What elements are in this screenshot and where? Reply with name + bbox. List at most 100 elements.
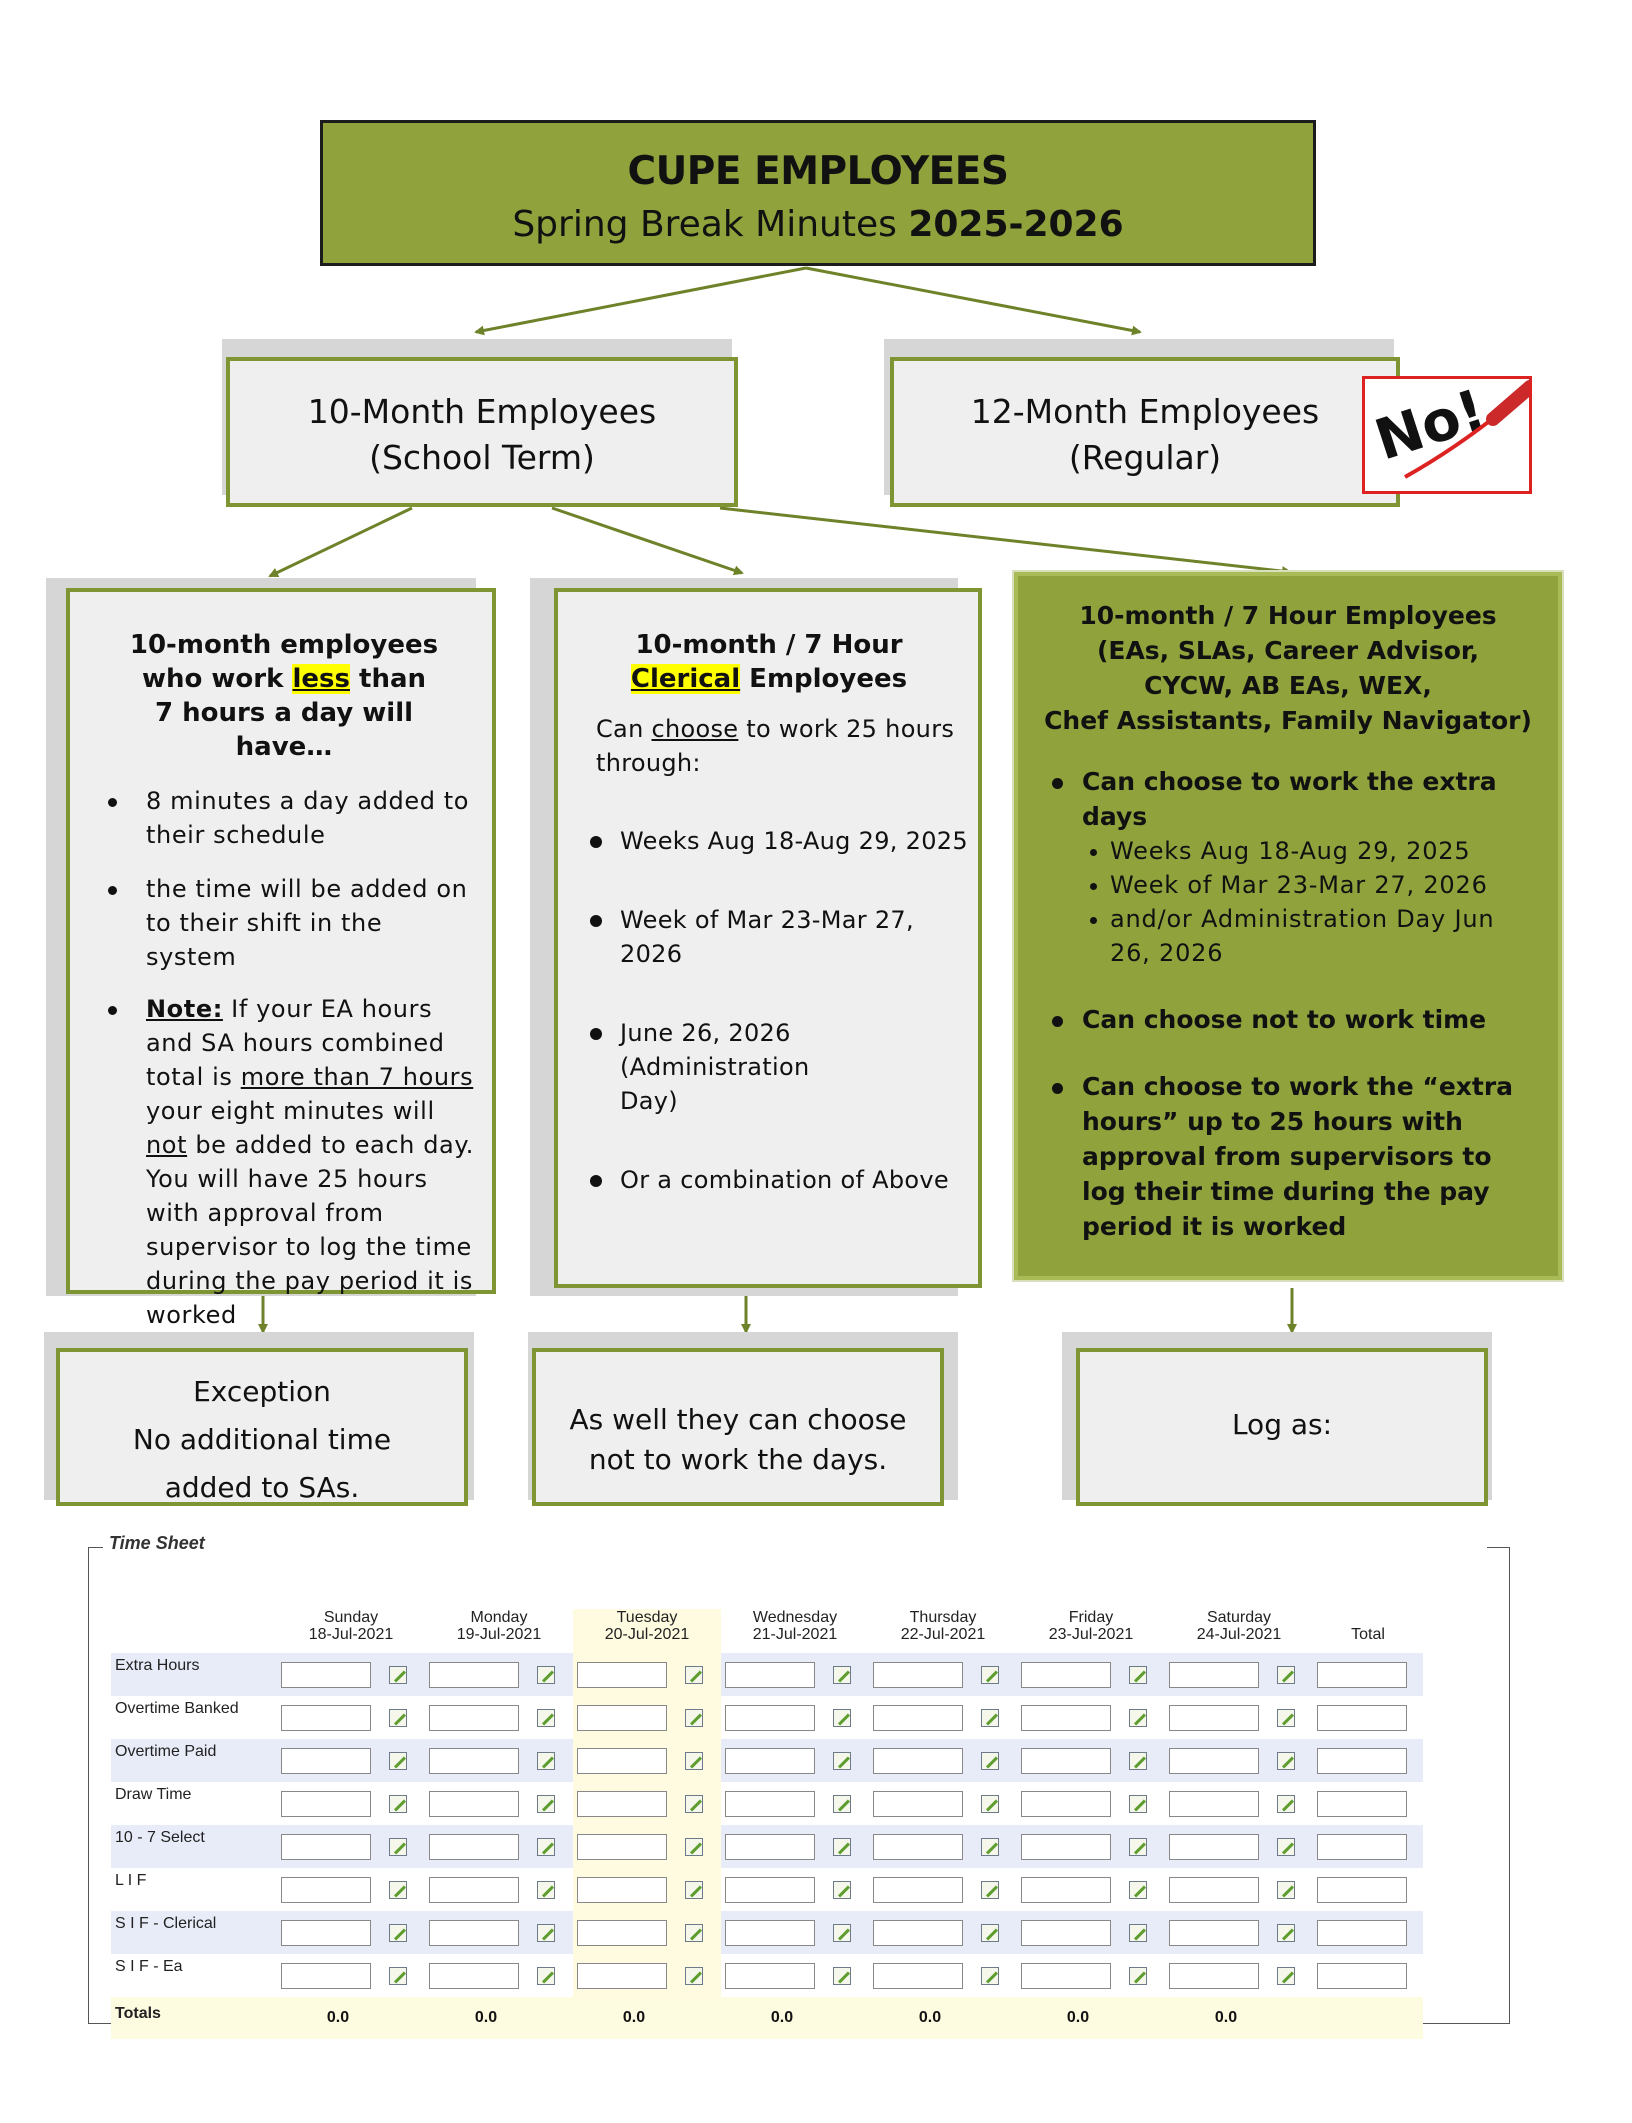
edit-note-icon[interactable] [537, 1795, 555, 1813]
edit-note-icon[interactable] [981, 1666, 999, 1684]
hours-input[interactable] [1021, 1748, 1111, 1774]
edit-note-icon[interactable] [389, 1709, 407, 1727]
hours-input[interactable] [873, 1791, 963, 1817]
edit-note-icon[interactable] [1129, 1795, 1147, 1813]
hours-input[interactable] [281, 1748, 371, 1774]
edit-note-icon[interactable] [981, 1838, 999, 1856]
edit-note-icon[interactable] [1129, 1709, 1147, 1727]
hours-input[interactable] [281, 1662, 371, 1688]
hours-input[interactable] [1021, 1877, 1111, 1903]
hours-input[interactable] [1021, 1705, 1111, 1731]
edit-note-icon[interactable] [981, 1795, 999, 1813]
edit-note-icon[interactable] [833, 1924, 851, 1942]
edit-note-icon[interactable] [1277, 1967, 1295, 1985]
hours-input[interactable] [1169, 1748, 1259, 1774]
edit-note-icon[interactable] [389, 1666, 407, 1684]
hours-input[interactable] [1169, 1662, 1259, 1688]
edit-note-icon[interactable] [389, 1752, 407, 1770]
edit-note-icon[interactable] [1277, 1795, 1295, 1813]
hours-input[interactable] [577, 1877, 667, 1903]
edit-note-icon[interactable] [685, 1752, 703, 1770]
edit-note-icon[interactable] [1129, 1752, 1147, 1770]
edit-note-icon[interactable] [537, 1709, 555, 1727]
hours-input[interactable] [577, 1748, 667, 1774]
edit-note-icon[interactable] [389, 1795, 407, 1813]
edit-note-icon[interactable] [981, 1881, 999, 1899]
hours-input[interactable] [281, 1877, 371, 1903]
edit-note-icon[interactable] [537, 1838, 555, 1856]
edit-note-icon[interactable] [389, 1838, 407, 1856]
hours-input[interactable] [1169, 1920, 1259, 1946]
edit-note-icon[interactable] [981, 1752, 999, 1770]
hours-input[interactable] [873, 1920, 963, 1946]
hours-input[interactable] [429, 1748, 519, 1774]
edit-note-icon[interactable] [389, 1924, 407, 1942]
hours-input[interactable] [1021, 1920, 1111, 1946]
edit-note-icon[interactable] [833, 1752, 851, 1770]
edit-note-icon[interactable] [389, 1881, 407, 1899]
edit-note-icon[interactable] [537, 1666, 555, 1684]
hours-input[interactable] [1169, 1877, 1259, 1903]
hours-input[interactable] [429, 1877, 519, 1903]
hours-input[interactable] [725, 1877, 815, 1903]
hours-input[interactable] [429, 1662, 519, 1688]
edit-note-icon[interactable] [833, 1838, 851, 1856]
hours-input[interactable] [429, 1705, 519, 1731]
edit-note-icon[interactable] [537, 1752, 555, 1770]
hours-input[interactable] [725, 1791, 815, 1817]
edit-note-icon[interactable] [833, 1666, 851, 1684]
edit-note-icon[interactable] [685, 1709, 703, 1727]
hours-input[interactable] [429, 1963, 519, 1989]
edit-note-icon[interactable] [685, 1795, 703, 1813]
edit-note-icon[interactable] [1277, 1752, 1295, 1770]
hours-input[interactable] [1021, 1834, 1111, 1860]
edit-note-icon[interactable] [1129, 1924, 1147, 1942]
edit-note-icon[interactable] [685, 1666, 703, 1684]
hours-input[interactable] [429, 1791, 519, 1817]
edit-note-icon[interactable] [685, 1881, 703, 1899]
hours-input[interactable] [281, 1834, 371, 1860]
edit-note-icon[interactable] [1277, 1924, 1295, 1942]
edit-note-icon[interactable] [685, 1967, 703, 1985]
hours-input[interactable] [577, 1662, 667, 1688]
hours-input[interactable] [1169, 1963, 1259, 1989]
edit-note-icon[interactable] [1277, 1838, 1295, 1856]
hours-input[interactable] [1169, 1705, 1259, 1731]
hours-input[interactable] [725, 1920, 815, 1946]
hours-input[interactable] [281, 1791, 371, 1817]
hours-input[interactable] [429, 1834, 519, 1860]
edit-note-icon[interactable] [833, 1881, 851, 1899]
hours-input[interactable] [725, 1963, 815, 1989]
hours-input[interactable] [725, 1748, 815, 1774]
edit-note-icon[interactable] [537, 1881, 555, 1899]
hours-input[interactable] [281, 1705, 371, 1731]
edit-note-icon[interactable] [1129, 1666, 1147, 1684]
edit-note-icon[interactable] [833, 1967, 851, 1985]
hours-input[interactable] [577, 1791, 667, 1817]
edit-note-icon[interactable] [537, 1924, 555, 1942]
edit-note-icon[interactable] [389, 1967, 407, 1985]
hours-input[interactable] [873, 1705, 963, 1731]
edit-note-icon[interactable] [1129, 1967, 1147, 1985]
hours-input[interactable] [873, 1662, 963, 1688]
edit-note-icon[interactable] [1277, 1709, 1295, 1727]
hours-input[interactable] [1169, 1834, 1259, 1860]
hours-input[interactable] [725, 1705, 815, 1731]
hours-input[interactable] [429, 1920, 519, 1946]
hours-input[interactable] [873, 1748, 963, 1774]
hours-input[interactable] [873, 1834, 963, 1860]
edit-note-icon[interactable] [685, 1924, 703, 1942]
hours-input[interactable] [577, 1920, 667, 1946]
hours-input[interactable] [281, 1963, 371, 1989]
edit-note-icon[interactable] [981, 1924, 999, 1942]
hours-input[interactable] [1021, 1662, 1111, 1688]
hours-input[interactable] [873, 1877, 963, 1903]
edit-note-icon[interactable] [1277, 1881, 1295, 1899]
hours-input[interactable] [577, 1963, 667, 1989]
hours-input[interactable] [1169, 1791, 1259, 1817]
edit-note-icon[interactable] [1277, 1666, 1295, 1684]
edit-note-icon[interactable] [1129, 1838, 1147, 1856]
edit-note-icon[interactable] [981, 1709, 999, 1727]
hours-input[interactable] [1021, 1963, 1111, 1989]
edit-note-icon[interactable] [833, 1709, 851, 1727]
